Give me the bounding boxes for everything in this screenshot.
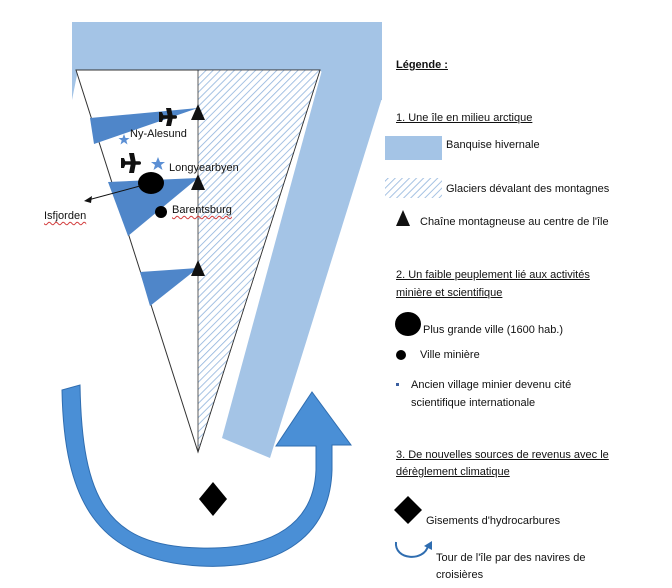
label-ny-alesund: Ny-Alesund bbox=[130, 128, 187, 140]
barentsburg-dot bbox=[155, 206, 167, 218]
star-icon bbox=[151, 157, 165, 170]
star-icon bbox=[118, 134, 130, 145]
legend-section2-heading-line1: 2. Un faible peuplement lié aux activité… bbox=[396, 269, 590, 281]
cruise-loop-arrow bbox=[61, 384, 352, 567]
legend-section3-heading-line2: dérèglement climatique bbox=[396, 466, 510, 478]
legend-section2-heading-line2: minière et scientifique bbox=[396, 287, 503, 299]
legend-grande-ville-label: Plus grande ville (1600 hab.) bbox=[423, 324, 564, 336]
legend-glacier-swatch bbox=[385, 178, 442, 198]
legend-title: Légende : bbox=[396, 59, 448, 71]
longyearbyen-dot bbox=[138, 172, 164, 194]
legend-village-marker bbox=[396, 383, 399, 386]
legend-section3-heading-line1: 3. De nouvelles sources de revenus avec … bbox=[396, 449, 609, 461]
isfjorden-pointer bbox=[87, 185, 141, 201]
legend-tour-label-line1: Tour de l'île par des navires de bbox=[436, 552, 586, 564]
fjord-south bbox=[140, 268, 198, 306]
label-longyearbyen: Longyearbyen bbox=[169, 162, 239, 174]
legend-chaine-label: Chaîne montagneuse au centre de l'île bbox=[420, 216, 609, 228]
banquise-area bbox=[72, 22, 382, 100]
banquise-east-coast bbox=[222, 70, 382, 458]
legend-ville-miniere-label: Ville minière bbox=[420, 349, 480, 361]
legend-curved-arrow-icon bbox=[394, 541, 429, 558]
legend-gisements-label: Gisements d'hydrocarbures bbox=[426, 515, 561, 527]
mountain-icon bbox=[191, 174, 205, 190]
label-barentsburg: Barentsburg bbox=[172, 204, 232, 216]
legend-village-label-line1: Ancien village minier devenu cité bbox=[411, 379, 572, 391]
mountain-icon bbox=[191, 104, 205, 120]
legend-village-label-line2: scientifique internationale bbox=[411, 397, 536, 409]
legend-tour-label-line2: croisières bbox=[436, 569, 484, 581]
airplane-icon bbox=[159, 108, 177, 126]
legend-diamond-icon bbox=[394, 496, 422, 524]
legend-banquise-label: Banquise hivernale bbox=[446, 139, 540, 151]
airplane-icon bbox=[121, 153, 141, 173]
arrowhead bbox=[424, 541, 432, 550]
legend-mining-town-dot bbox=[396, 350, 406, 360]
legend-section1-heading: 1. Une île en milieu arctique bbox=[396, 112, 533, 124]
arrowhead bbox=[84, 196, 92, 203]
mountain-icon bbox=[191, 260, 205, 276]
diamond-icon bbox=[199, 482, 227, 516]
legend-banquise-swatch bbox=[385, 136, 442, 160]
triangle-icon bbox=[396, 210, 410, 226]
legend-glaciers-label: Glaciers dévalant des montagnes bbox=[446, 183, 610, 195]
legend-big-city-dot bbox=[395, 312, 421, 336]
fjord-isfjorden bbox=[108, 178, 198, 236]
label-isfjorden: Isfjorden bbox=[44, 210, 87, 222]
